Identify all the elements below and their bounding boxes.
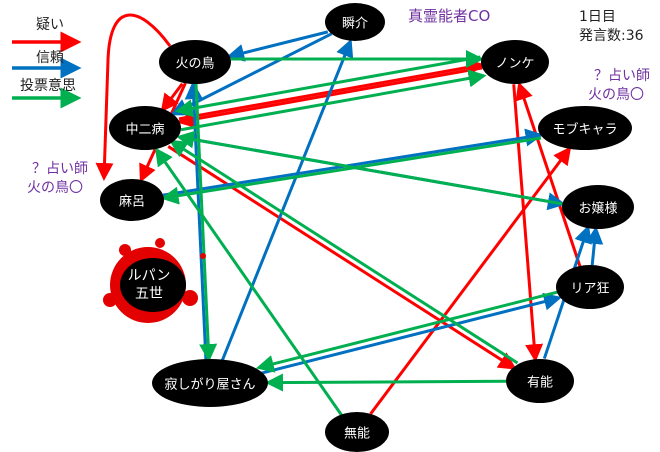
node-label-hinotori: 火の鳥 — [175, 56, 215, 72]
edge-chuni-to-nonke — [180, 69, 487, 132]
dead-label-line1: ルパン — [127, 268, 171, 284]
edge-yuno-to-sabishi — [264, 373, 507, 392]
edge-sabishi-to-riakyo — [259, 292, 562, 375]
node-label-nonke: ノンケ — [495, 56, 535, 72]
node-riakyo — [556, 265, 624, 309]
edge-nonke-to-chuni — [176, 66, 483, 129]
edge-hinotori-to-chuni — [160, 82, 184, 113]
node-ojou — [562, 185, 634, 229]
legend-label-vote: 投票意思 — [20, 78, 76, 94]
legend-label-suspicion: 疑い — [36, 17, 64, 33]
medium-co-note: 真霊能者CO — [408, 7, 491, 25]
edge-riakyo-to-ojou — [585, 225, 604, 266]
seer-note-left-1: ？占い師 — [32, 161, 88, 177]
edge-sabishi-to-shunsuke — [220, 38, 354, 362]
node-nonke — [481, 40, 549, 84]
dead-player-lupin: ルパン 五世 — [128, 267, 171, 303]
node-muno — [325, 412, 389, 452]
node-label-mob: モブキャラ — [552, 122, 618, 138]
edge-hinotori-to-sabishi — [194, 83, 218, 363]
edge-nonke-to-yuno — [512, 84, 544, 363]
seer-note-right-2: 火の鳥〇 — [588, 87, 644, 103]
edge-muno-to-chuni — [154, 147, 343, 417]
edge-sabishi-to-hinotori — [184, 81, 208, 360]
edge-muno-to-mob — [369, 146, 572, 415]
node-chuni — [109, 106, 181, 150]
edge-hinotori-to-maro — [95, 13, 172, 181]
dead-label-line2: 五世 — [134, 286, 163, 302]
blood-splatter — [103, 238, 206, 323]
node-sabishi — [152, 359, 268, 407]
edge-nonke-to-chuni — [174, 55, 481, 118]
edge-shunsuke-to-hinotori — [226, 30, 329, 62]
node-maro — [100, 179, 164, 221]
day-label: 1日目 — [579, 9, 616, 25]
edge-riakyo-to-sabishi — [255, 290, 558, 373]
node-label-riakyo: リア狂 — [570, 281, 610, 297]
node-label-muno: 無能 — [343, 426, 371, 442]
node-label-maro: 麻呂 — [118, 194, 146, 210]
remark-count: 発言数:36 — [579, 28, 644, 44]
edge-ojou-to-chuni — [176, 130, 564, 206]
node-shunsuke — [325, 3, 385, 41]
legend-label-trust: 信頼 — [36, 50, 64, 66]
edge-maro-to-mob — [162, 128, 544, 197]
node-label-ojou: お嬢様 — [578, 201, 618, 217]
node-label-shunsuke: 瞬介 — [341, 16, 369, 32]
node-mob — [538, 106, 632, 150]
node-hinotori — [159, 40, 231, 84]
seer-note-left-2: 火の鳥〇 — [27, 180, 83, 196]
node-label-yuno: 有能 — [526, 375, 554, 391]
node-label-sabishi: 寂しがり屋さん — [164, 377, 256, 393]
edge-yuno-to-chuni — [168, 139, 519, 365]
edge-shunsuke-to-chuni — [170, 32, 333, 116]
node-label-chuni: 中二病 — [125, 122, 165, 138]
edge-chuni-to-yuno — [167, 145, 517, 370]
node-yuno — [506, 359, 574, 403]
seer-note-right-1: ？占い師 — [594, 68, 650, 84]
